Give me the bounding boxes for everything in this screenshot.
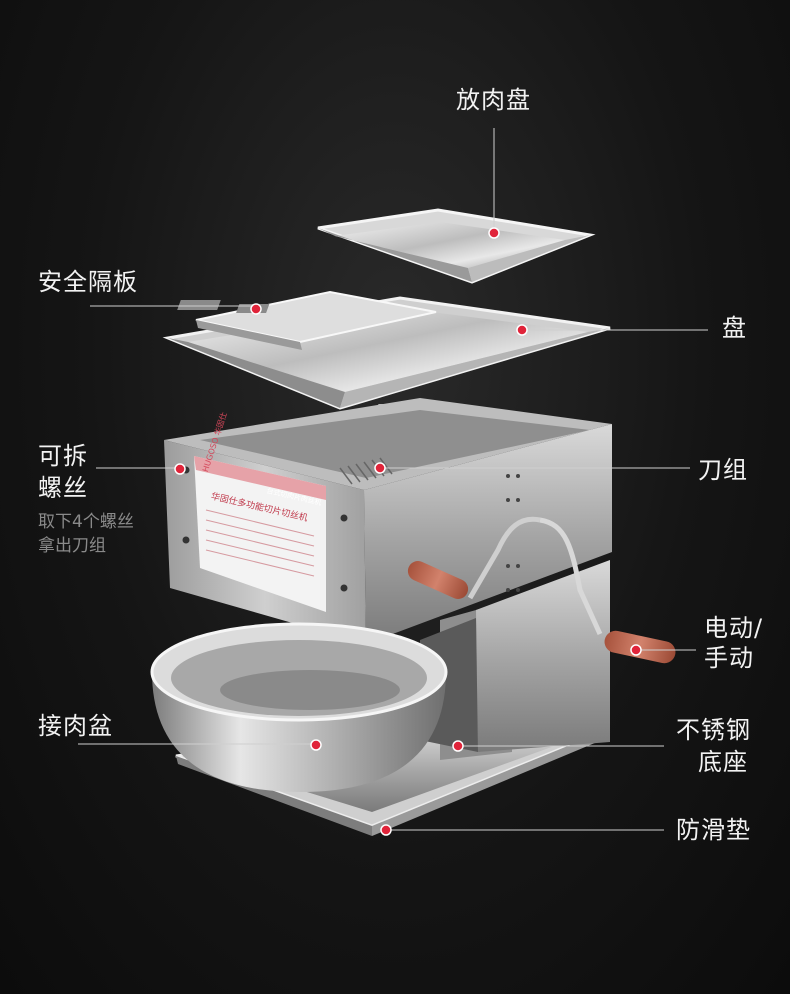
label-blade-set: 刀组 [698, 456, 748, 484]
label-tray: 盘 [722, 314, 747, 342]
label-meat-tray: 放肉盘 [456, 86, 531, 114]
leader-lines [78, 128, 708, 831]
basin-graphic [150, 622, 448, 792]
label-power-line2: 手动 [704, 644, 754, 672]
label-base-line1: 不锈钢 [676, 716, 751, 744]
label-screw-line2: 螺丝 [38, 474, 88, 502]
label-safety-plate: 安全隔板 [38, 268, 138, 296]
label-power-line1: 电动/ [704, 614, 764, 642]
machine-body-graphic [164, 398, 612, 760]
meat-tray-graphic [317, 208, 596, 284]
label-screw-line1: 可拆 [38, 442, 88, 470]
label-base-line2: 底座 [698, 748, 748, 776]
hand-crank-graphic [407, 516, 676, 664]
label-basin: 接肉盆 [38, 712, 113, 740]
note-screw-line1: 取下4个螺丝 [38, 512, 134, 532]
label-mat: 防滑垫 [676, 816, 751, 844]
note-screw-line2: 拿出刀组 [38, 536, 106, 556]
markers [174, 227, 642, 836]
